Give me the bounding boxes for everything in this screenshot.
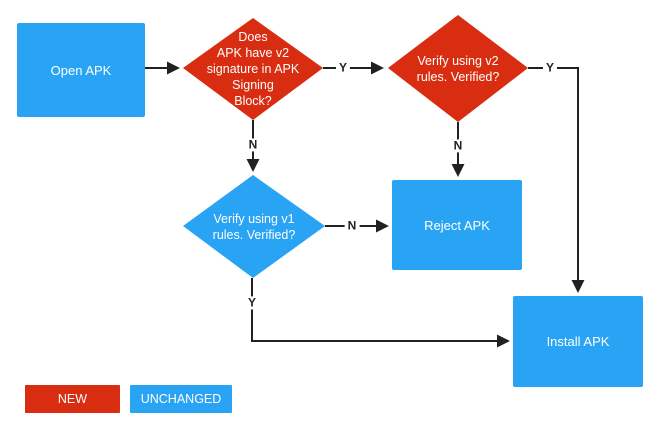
- node-open-apk: Open APK: [17, 23, 145, 117]
- node-install-apk-label: Install APK: [546, 334, 610, 349]
- diamond-v2-check: [183, 18, 323, 120]
- diamond-v1-verify: [183, 175, 325, 278]
- node-reject-apk: Reject APK: [392, 180, 522, 270]
- edge-label-v2verify-no: N: [450, 139, 466, 153]
- legend-unchanged-label: UNCHANGED: [140, 392, 222, 406]
- edge-label-v2check-yes: Y: [335, 61, 351, 75]
- edge-label-v1verify-no: N: [344, 219, 360, 233]
- node-open-apk-label: Open APK: [50, 62, 112, 78]
- node-reject-apk-label: Reject APK: [424, 217, 490, 233]
- edge-v1verify-yes-to-install: [251, 278, 510, 348]
- diamond-v2-verify: [388, 15, 528, 122]
- legend-unchanged: UNCHANGED: [130, 385, 232, 413]
- edge-v2verify-yes-to-install: [528, 67, 585, 293]
- edge-label-v2verify-yes: Y: [542, 61, 558, 75]
- edge-label-v1verify-yes: Y: [244, 296, 260, 310]
- legend-new-label: NEW: [57, 392, 88, 406]
- legend-new: NEW: [25, 385, 120, 413]
- node-install-apk: Install APK: [513, 296, 643, 387]
- edge-label-v2check-no: N: [245, 138, 261, 152]
